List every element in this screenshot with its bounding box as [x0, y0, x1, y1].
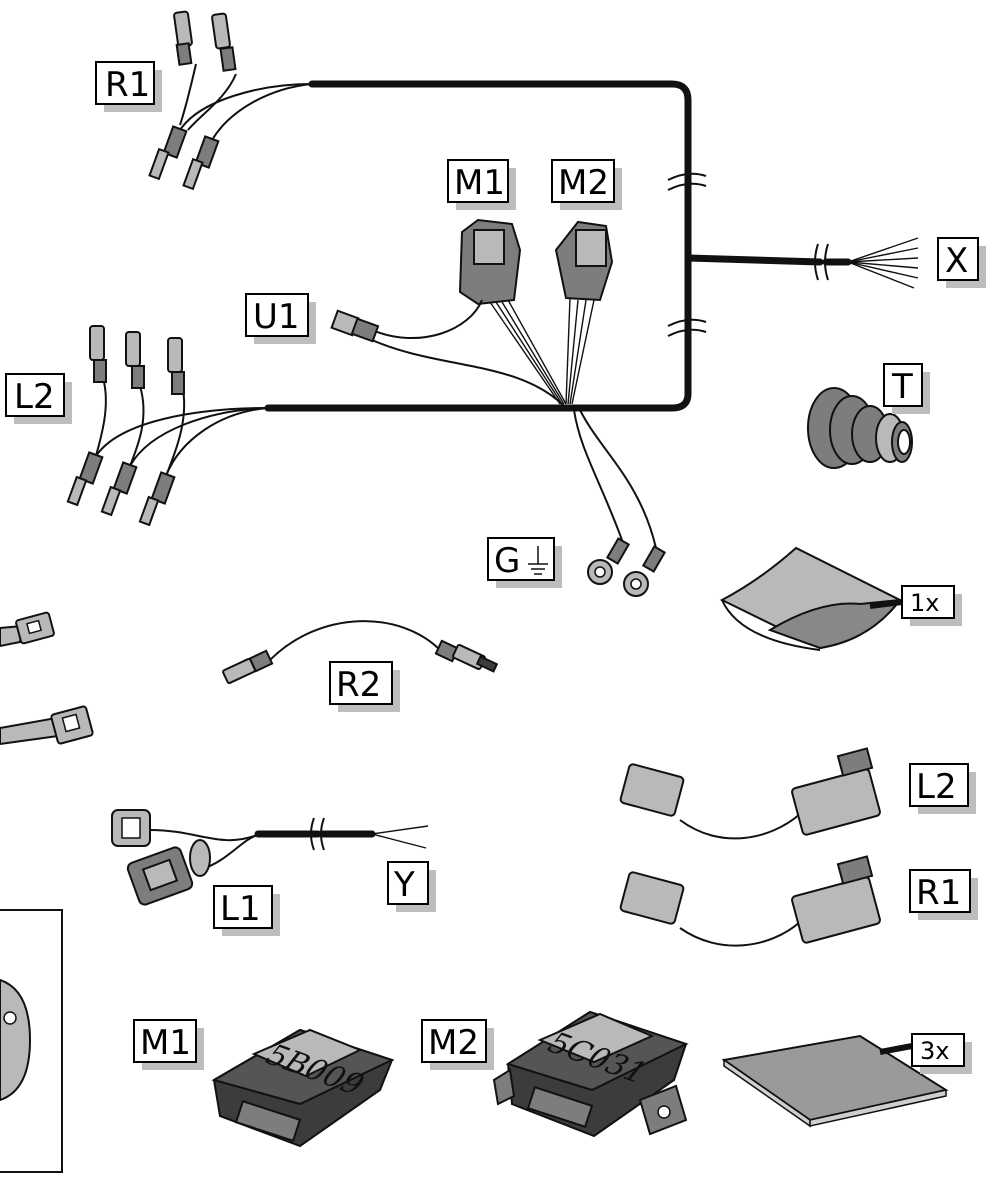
l1-lower-plug [126, 839, 211, 906]
label-m1-harness-text: M1 [454, 163, 505, 203]
label-m1-module: M1 [133, 1019, 204, 1070]
label-r2: R2 [329, 661, 400, 712]
label-r1-harness-text: R1 [105, 65, 150, 105]
label-pad-qty-text: 3x [920, 1037, 949, 1065]
label-pad-qty: 3x [911, 1033, 972, 1074]
label-t: T [883, 363, 930, 414]
l2-terminal-6 [138, 471, 176, 527]
l1-connector-assembly [111, 809, 429, 906]
adhesive-sheet [719, 546, 903, 651]
label-y-text: Y [393, 865, 415, 905]
l2-terminal-2 [125, 331, 145, 389]
r1-terminal-2 [211, 12, 237, 72]
label-x-text: X [945, 241, 968, 281]
label-x: X [937, 237, 986, 288]
x-wire-ends [847, 237, 919, 289]
grommet [807, 387, 913, 469]
label-t-text: T [891, 367, 913, 407]
label-u1-text: U1 [253, 297, 300, 337]
l1-upper-plug [111, 809, 151, 847]
label-m2-module-text: M2 [428, 1023, 479, 1063]
harness-trunk [264, 80, 692, 412]
label-l1: L1 [213, 885, 280, 936]
break-mark-bottom [667, 318, 707, 337]
module-m1: 5B009 [211, 1028, 395, 1148]
break-mark-top [667, 172, 707, 191]
l2-terminal-5 [100, 461, 138, 517]
label-l1-text: L1 [220, 889, 261, 929]
l2-terminal-1 [89, 325, 107, 383]
label-m1-harness: M1 [447, 159, 516, 210]
label-g: G [487, 537, 562, 588]
l2-branch [66, 325, 269, 527]
label-r1-adapter-text: R1 [916, 873, 961, 913]
adhesive-pads [721, 1034, 949, 1128]
cable-tie-2 [0, 705, 94, 746]
cable-tie-1 [0, 611, 55, 648]
label-r1-adapter: R1 [909, 869, 978, 920]
r1-branch [148, 10, 313, 191]
label-l2-harness-text: L2 [14, 377, 55, 417]
label-l2-adapter: L2 [909, 763, 976, 814]
r2-wire [222, 620, 499, 685]
ground-leads [573, 409, 667, 597]
label-m2-harness: M2 [551, 159, 622, 210]
ground-symbol-icon [528, 546, 548, 575]
ground-ring-1 [587, 537, 631, 585]
label-r2-text: R2 [336, 665, 381, 705]
module-m2: 5C031 [492, 1010, 689, 1138]
label-r1-harness: R1 [95, 61, 162, 112]
label-u1: U1 [245, 293, 316, 344]
ground-ring-2 [623, 545, 667, 597]
label-sheet-qty-text: 1x [910, 589, 939, 617]
adapter-r1 [619, 855, 881, 947]
m2-harness-connector [554, 220, 614, 405]
label-g-text: G [494, 541, 520, 581]
label-l2-harness: L2 [5, 373, 72, 424]
label-y: Y [387, 861, 436, 912]
r1-terminal-3 [148, 125, 188, 181]
r1-terminal-4 [182, 135, 220, 191]
break-mark-x [814, 243, 829, 281]
l2-terminal-3 [167, 337, 185, 395]
label-m2-module: M2 [421, 1019, 494, 1070]
l2-terminal-4 [66, 451, 104, 507]
label-sheet-qty: 1x [901, 585, 962, 626]
label-m2-harness-text: M2 [558, 163, 609, 203]
u1-connector [330, 299, 567, 409]
socket-frame [0, 909, 63, 1173]
r1-terminal-1 [173, 10, 193, 66]
adapter-l2 [619, 747, 881, 840]
main-harness [66, 10, 919, 597]
label-l2-adapter-text: L2 [916, 767, 957, 807]
label-m1-module-text: M1 [140, 1023, 191, 1063]
harness-branch-x [684, 254, 824, 266]
m1-harness-connector [458, 218, 567, 405]
